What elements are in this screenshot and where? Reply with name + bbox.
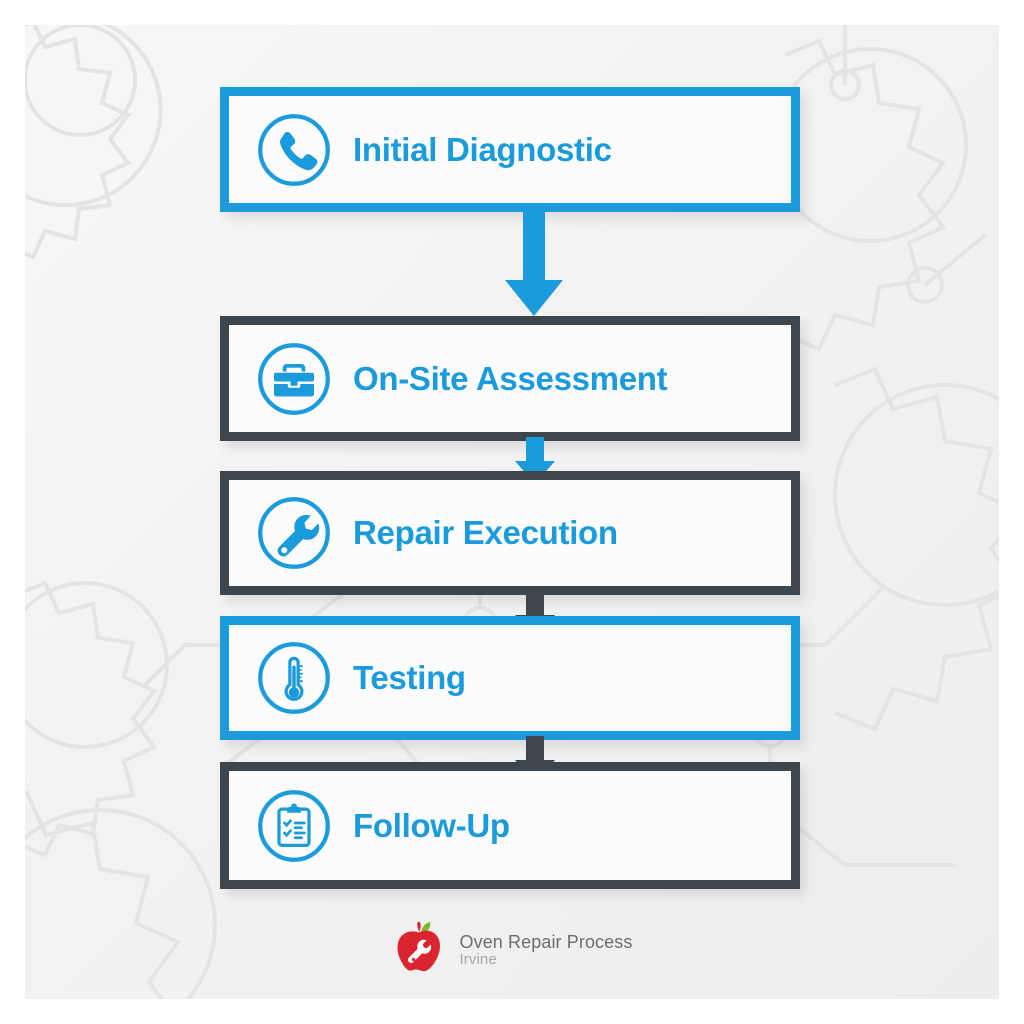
apple-with-wrench-logo: [397, 921, 440, 972]
clipboard-checklist-icon: [251, 783, 337, 869]
diagram-panel: Initial Diagnostic: [25, 25, 999, 999]
process-step-initial-diagnostic[interactable]: Initial Diagnostic: [220, 87, 800, 212]
wrench-icon: [251, 490, 337, 576]
process-step-repair-execution[interactable]: Repair Execution: [220, 471, 800, 595]
thermometer-icon: [251, 635, 337, 721]
toolbox-icon: [251, 336, 337, 422]
process-step-label: Testing: [353, 659, 466, 696]
footer-branding: Oven Repair Process Irvine: [25, 920, 999, 980]
process-step-label: Follow-Up: [353, 806, 510, 844]
phone-icon: [251, 107, 337, 193]
footer-title: Oven Repair Process: [459, 931, 633, 952]
footer-text-block: Oven Repair Process Irvine: [460, 932, 633, 969]
connector-arrow-1: [501, 208, 567, 320]
process-step-label: Repair Execution: [353, 514, 618, 551]
process-step-label: Initial Diagnostic: [353, 130, 612, 168]
process-step-follow-up[interactable]: Follow-Up: [220, 762, 800, 889]
process-step-on-site-assessment[interactable]: On-Site Assessment: [220, 316, 800, 441]
process-step-label: On-Site Assessment: [353, 359, 668, 397]
footer-subtitle: Irvine: [459, 950, 497, 968]
process-step-testing[interactable]: Testing: [220, 616, 800, 740]
process-flow: Initial Diagnostic: [25, 25, 999, 999]
